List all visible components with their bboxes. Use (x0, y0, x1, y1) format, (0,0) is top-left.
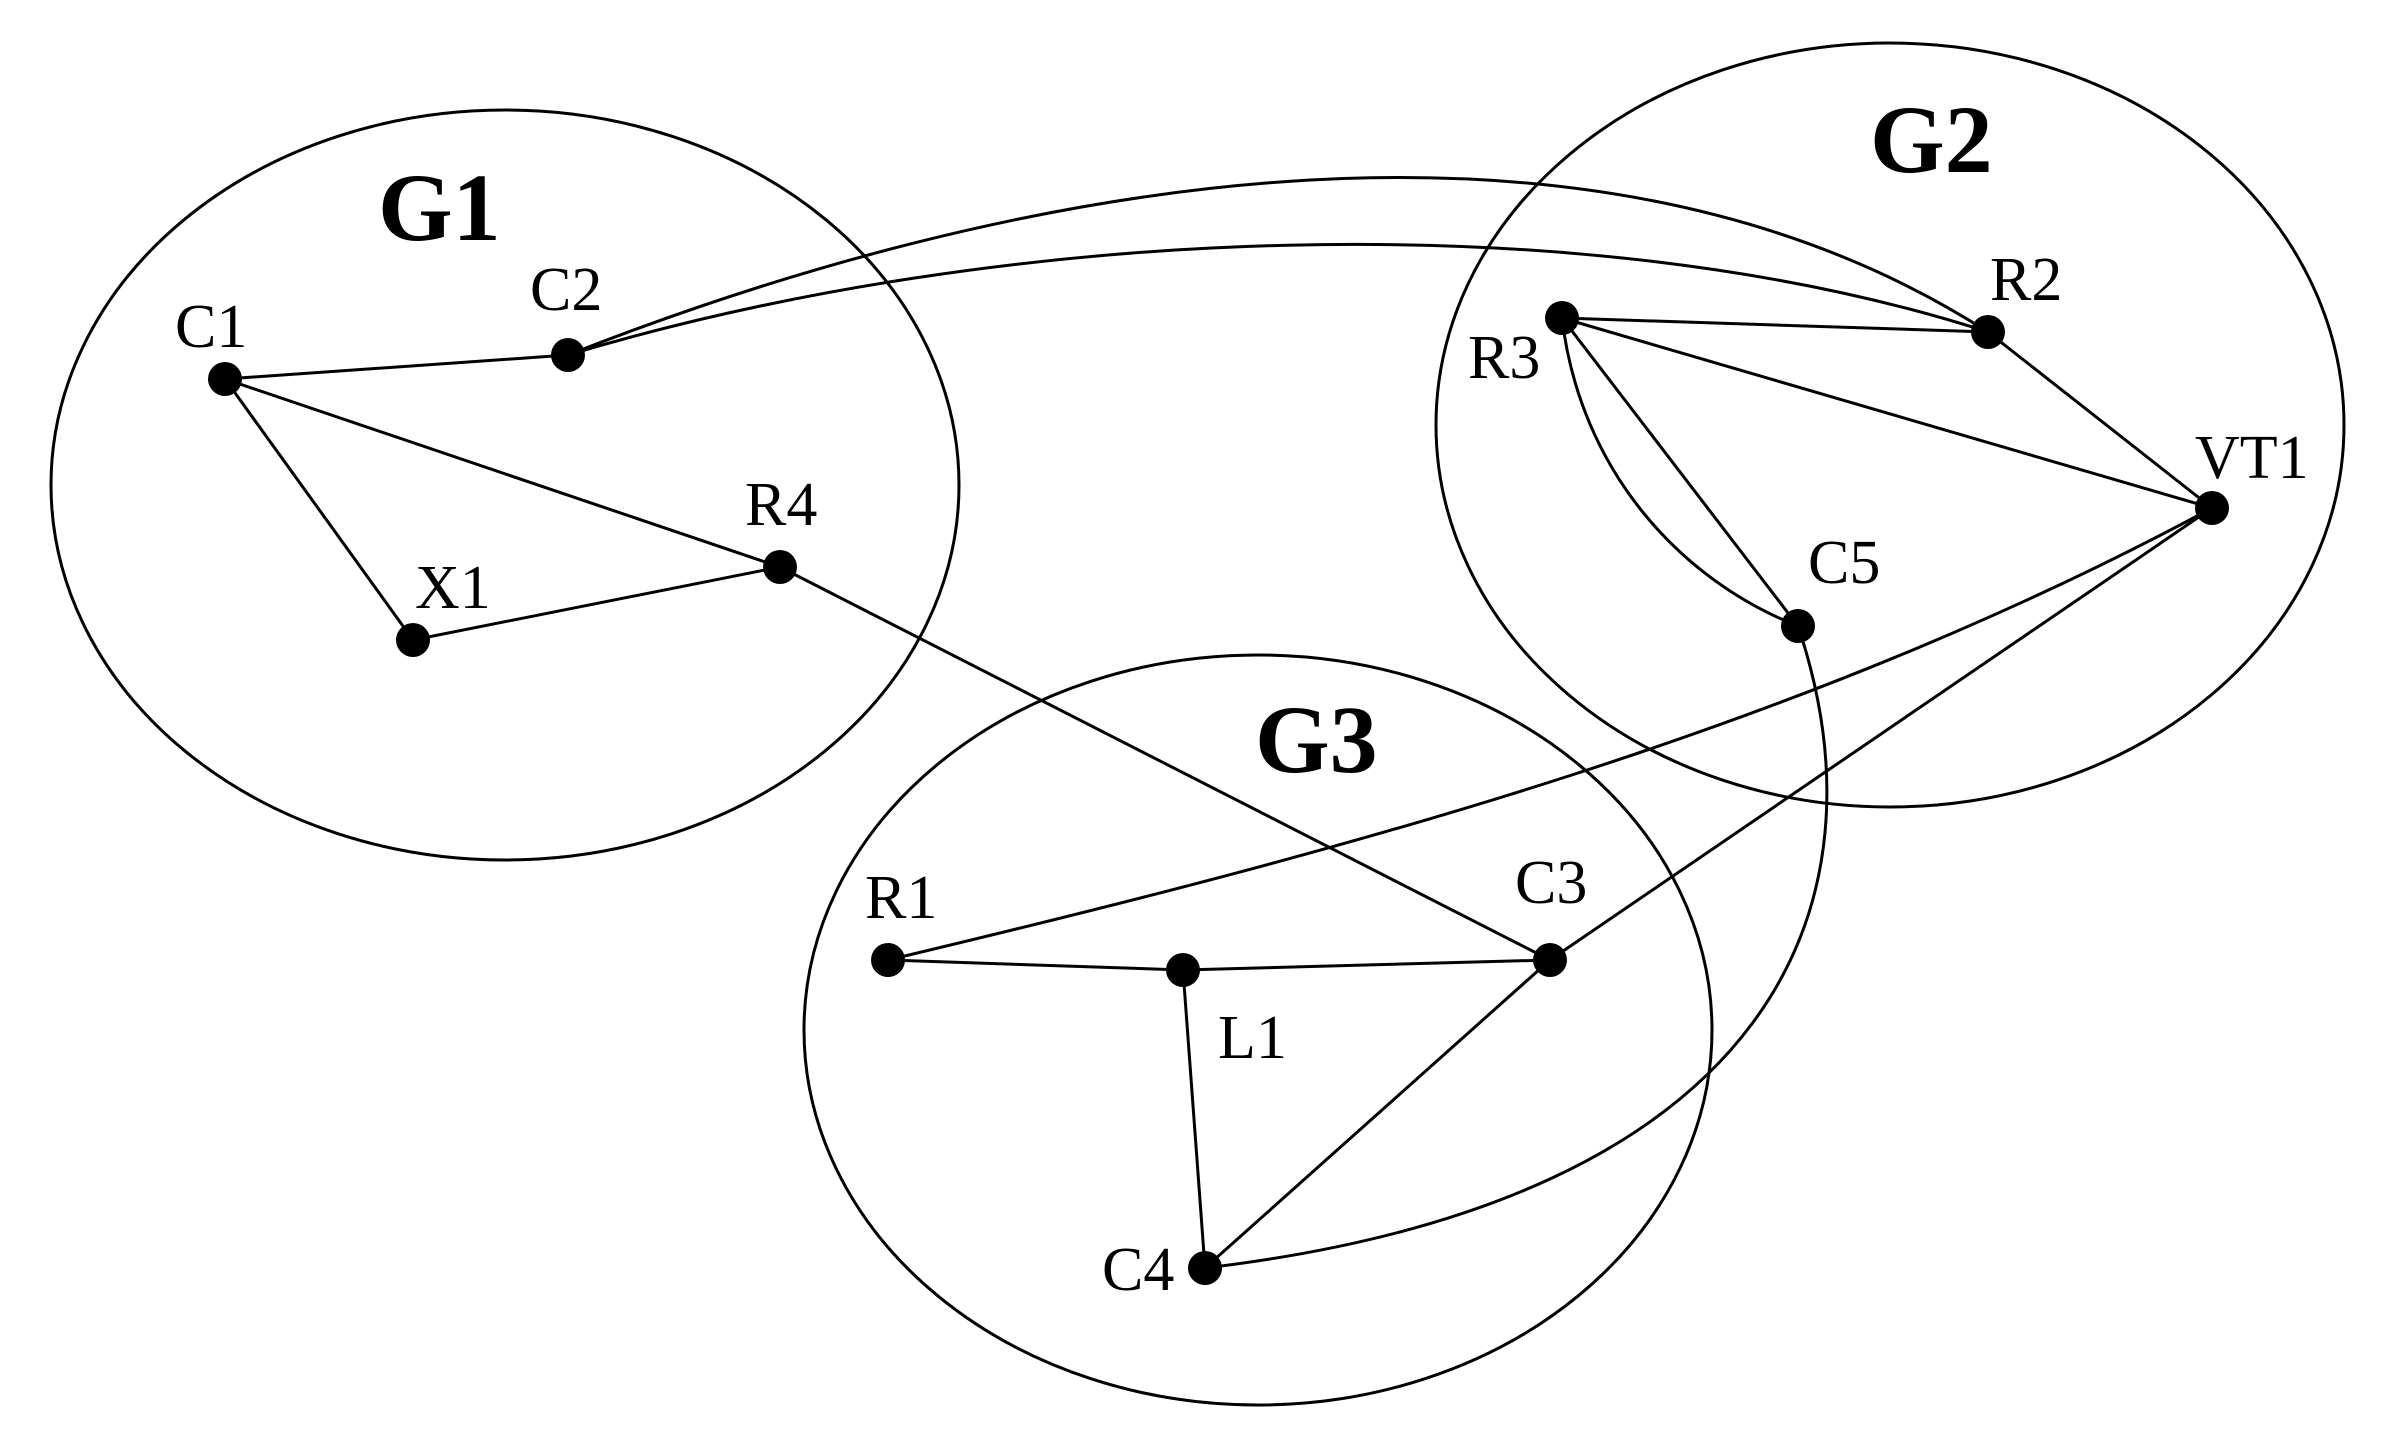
node-R2-label: R2 (1990, 246, 2062, 314)
node-L1-label: L1 (1218, 1004, 1287, 1072)
group-G3-boundary (802, 653, 1714, 1407)
group-G1-label: G1 (378, 154, 501, 261)
node-C4 (1188, 1251, 1222, 1285)
node-C2-label: C2 (530, 256, 602, 324)
node-R2 (1971, 315, 2005, 349)
group-G1-boundary (49, 108, 961, 862)
node-VT1-label: VT1 (2195, 424, 2309, 492)
edge-C5-C4 (1204, 625, 1829, 1270)
node-X1-label: X1 (415, 554, 491, 622)
edge-L1-C3 (1182, 958, 1551, 972)
group-G2-boundary (1434, 41, 2346, 809)
edge-L1-C4 (1181, 969, 1207, 1269)
edge-R4-C3 (779, 565, 1551, 962)
edge-R3-C5-arc (1560, 317, 1799, 628)
group-G2-label: G2 (1870, 86, 1993, 193)
node-C3-label: C3 (1515, 849, 1587, 917)
node-C5 (1781, 609, 1815, 643)
edge-R1-L1 (887, 958, 1184, 972)
node-C5-label: C5 (1808, 529, 1880, 597)
edge-C2-R2-inner (567, 242, 1989, 357)
node-R3 (1545, 301, 1579, 335)
node-X1 (396, 623, 430, 657)
edge-C3-C4 (1204, 958, 1551, 1270)
node-R1-label: R1 (865, 864, 937, 932)
node-R3-label: R3 (1468, 324, 1540, 392)
group-G3-label: G3 (1255, 686, 1378, 793)
node-C2 (551, 338, 585, 372)
edge-X1-R4 (412, 565, 781, 642)
edge-VT1-R1 (887, 506, 2213, 962)
edge-VT1-C3 (1549, 506, 2213, 962)
edge-R2-VT1 (1987, 330, 2213, 510)
node-L1 (1166, 953, 1200, 987)
edge-C2-R2-outer (567, 176, 1989, 357)
node-C4-label: C4 (1102, 1236, 1174, 1304)
node-R4 (763, 550, 797, 584)
edge-R3-C5-straight (1560, 317, 1800, 627)
node-R4-label: R4 (745, 471, 817, 539)
node-C1-label: C1 (175, 293, 247, 361)
edge-R3-R2 (1561, 316, 1989, 334)
node-C3 (1533, 943, 1567, 977)
node-VT1 (2195, 491, 2229, 525)
edge-C1-X1 (223, 378, 415, 641)
node-R1 (871, 943, 905, 977)
edge-C1-R4 (224, 377, 781, 569)
edge-R3-VT1 (1561, 316, 2213, 510)
edge-C1-C2 (224, 353, 569, 381)
node-C1 (208, 362, 242, 396)
